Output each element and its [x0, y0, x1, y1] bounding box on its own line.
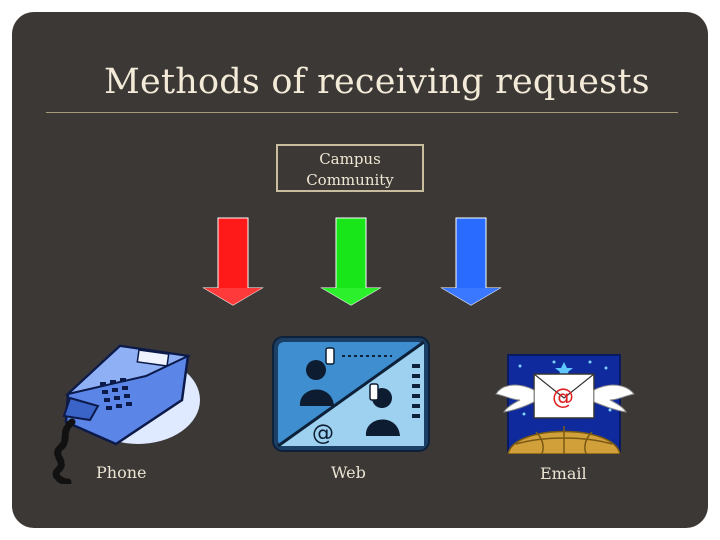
box-line-2: Community — [306, 171, 394, 189]
green-arrow — [320, 217, 382, 306]
method-label-phone: Phone — [96, 463, 147, 482]
slide-title: Methods of receiving requests — [104, 62, 650, 102]
red-arrow — [202, 217, 264, 306]
box-line-1: Campus — [319, 150, 381, 168]
web-operators-icon: @ — [272, 336, 430, 452]
winged-envelope-icon: @ — [495, 354, 635, 454]
title-divider — [46, 112, 678, 113]
campus-community-box: Campus Community — [276, 144, 424, 192]
telephone-icon — [52, 344, 200, 484]
svg-text:@: @ — [312, 421, 334, 446]
blue-arrow — [440, 217, 502, 306]
svg-text:@: @ — [552, 385, 574, 410]
method-label-email: Email — [540, 464, 587, 483]
method-label-web: Web — [331, 463, 366, 482]
